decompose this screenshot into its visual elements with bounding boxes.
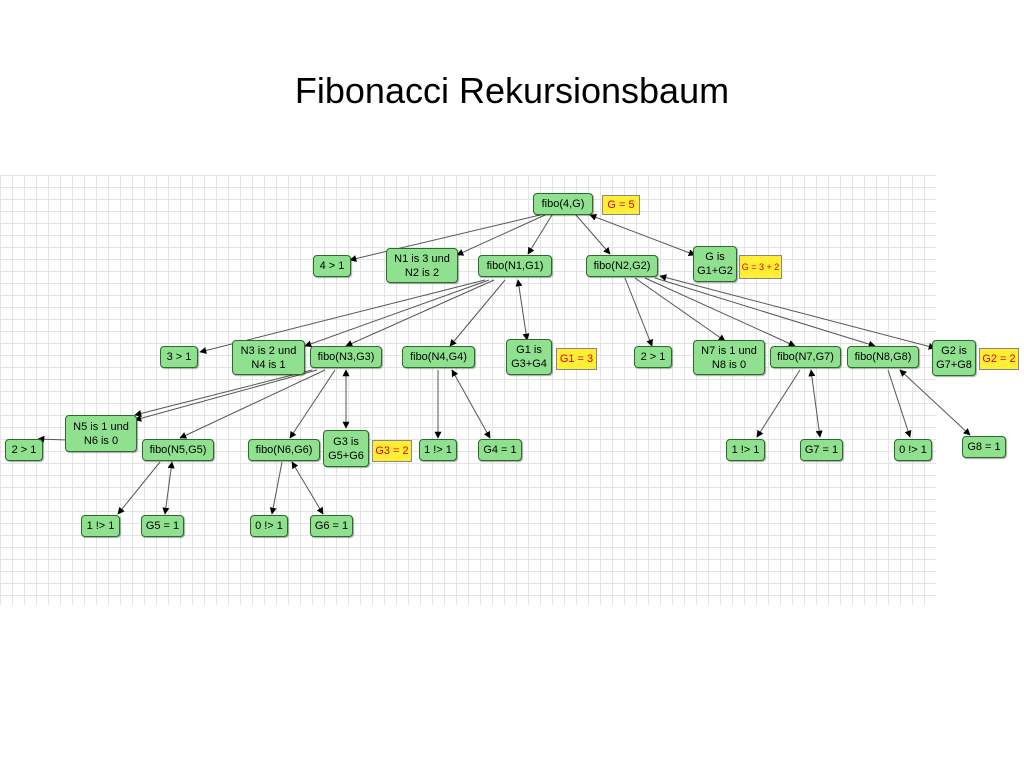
node-fibo-n4-g4: fibo(N4,G4) <box>402 346 475 368</box>
node-1-ngt-1-b: 1 !> 1 <box>726 439 765 461</box>
value-g-detail: G = 3 + 2 <box>739 255 782 279</box>
node-fibo-n2-g2: fibo(N2,G2) <box>586 255 658 277</box>
node-0-ngt-1-a: 0 !> 1 <box>894 439 932 461</box>
node-g5-eq-1: G5 = 1 <box>141 515 184 537</box>
edge <box>659 274 936 350</box>
edge <box>269 461 283 515</box>
value-g2: G2 = 2 <box>979 348 1019 370</box>
edge <box>634 277 726 342</box>
edge <box>456 214 546 256</box>
edge <box>179 369 326 439</box>
edge <box>899 369 971 436</box>
edge <box>654 277 876 348</box>
edge <box>289 369 336 439</box>
node-4-gt-1: 4 > 1 <box>313 255 351 277</box>
node-g1-sum: G1 is G3+G4 <box>506 339 552 375</box>
edge <box>451 369 491 439</box>
node-fibo-4-g: fibo(4,G) <box>533 193 593 215</box>
node-n1-n2-assign: N1 is 3 und N2 is 2 <box>386 248 458 283</box>
node-g6-eq-1: G6 = 1 <box>310 515 353 537</box>
node-g4-eq-1: G4 = 1 <box>478 439 522 461</box>
edge <box>808 369 823 438</box>
edge <box>624 277 653 347</box>
edge <box>449 279 506 347</box>
node-n7-n8-assign: N7 is 1 und N8 is 0 <box>693 340 765 375</box>
edge <box>515 279 530 341</box>
node-g8-eq-1: G8 = 1 <box>962 436 1006 458</box>
value-g3: G3 = 2 <box>372 440 412 462</box>
edge <box>134 369 313 417</box>
edge <box>134 369 318 422</box>
edge <box>117 461 161 515</box>
edge <box>304 279 490 348</box>
value-g: G = 5 <box>602 195 640 215</box>
node-fibo-n6-g6: fibo(N6,G6) <box>248 439 320 461</box>
node-fibo-n5-g5: fibo(N5,G5) <box>142 439 214 461</box>
node-2-gt-1: 2 > 1 <box>634 346 672 368</box>
edge <box>291 461 324 515</box>
page-title: Fibonacci Rekursionsbaum <box>294 70 730 111</box>
edge <box>887 369 912 438</box>
node-fibo-n3-g3: fibo(N3,G3) <box>310 346 382 368</box>
edge <box>37 435 68 443</box>
node-0-ngt-1-b: 0 !> 1 <box>250 515 288 537</box>
edge <box>349 214 541 262</box>
node-g7-eq-1: G7 = 1 <box>800 439 843 461</box>
node-1-ngt-1-c: 1 !> 1 <box>81 515 120 537</box>
value-g1: G1 = 3 <box>556 348 597 370</box>
edge <box>345 279 495 347</box>
node-g2-sum: G2 is G7+G8 <box>932 340 976 376</box>
node-1-ngt-1-a: 1 !> 1 <box>419 439 457 461</box>
node-fibo-n7-g7: fibo(N7,G7) <box>770 346 841 368</box>
edge <box>162 461 175 515</box>
edge <box>644 277 796 347</box>
node-g3-sum: G3 is G5+G6 <box>323 430 369 467</box>
edge <box>527 214 553 255</box>
node-g-sum: G is G1+G2 <box>693 246 737 282</box>
edge <box>756 369 801 438</box>
node-2-gt-1-b: 2 > 1 <box>5 439 43 461</box>
node-n5-n6-assign: N5 is 1 und N6 is 0 <box>65 415 137 452</box>
node-3-gt-1: 3 > 1 <box>160 346 198 368</box>
node-fibo-n1-g1: fibo(N1,G1) <box>478 255 552 277</box>
node-fibo-n8-g8: fibo(N8,G8) <box>847 346 919 368</box>
edge <box>589 213 696 257</box>
node-n3-n4-assign: N3 is 2 und N4 is 1 <box>232 340 305 375</box>
